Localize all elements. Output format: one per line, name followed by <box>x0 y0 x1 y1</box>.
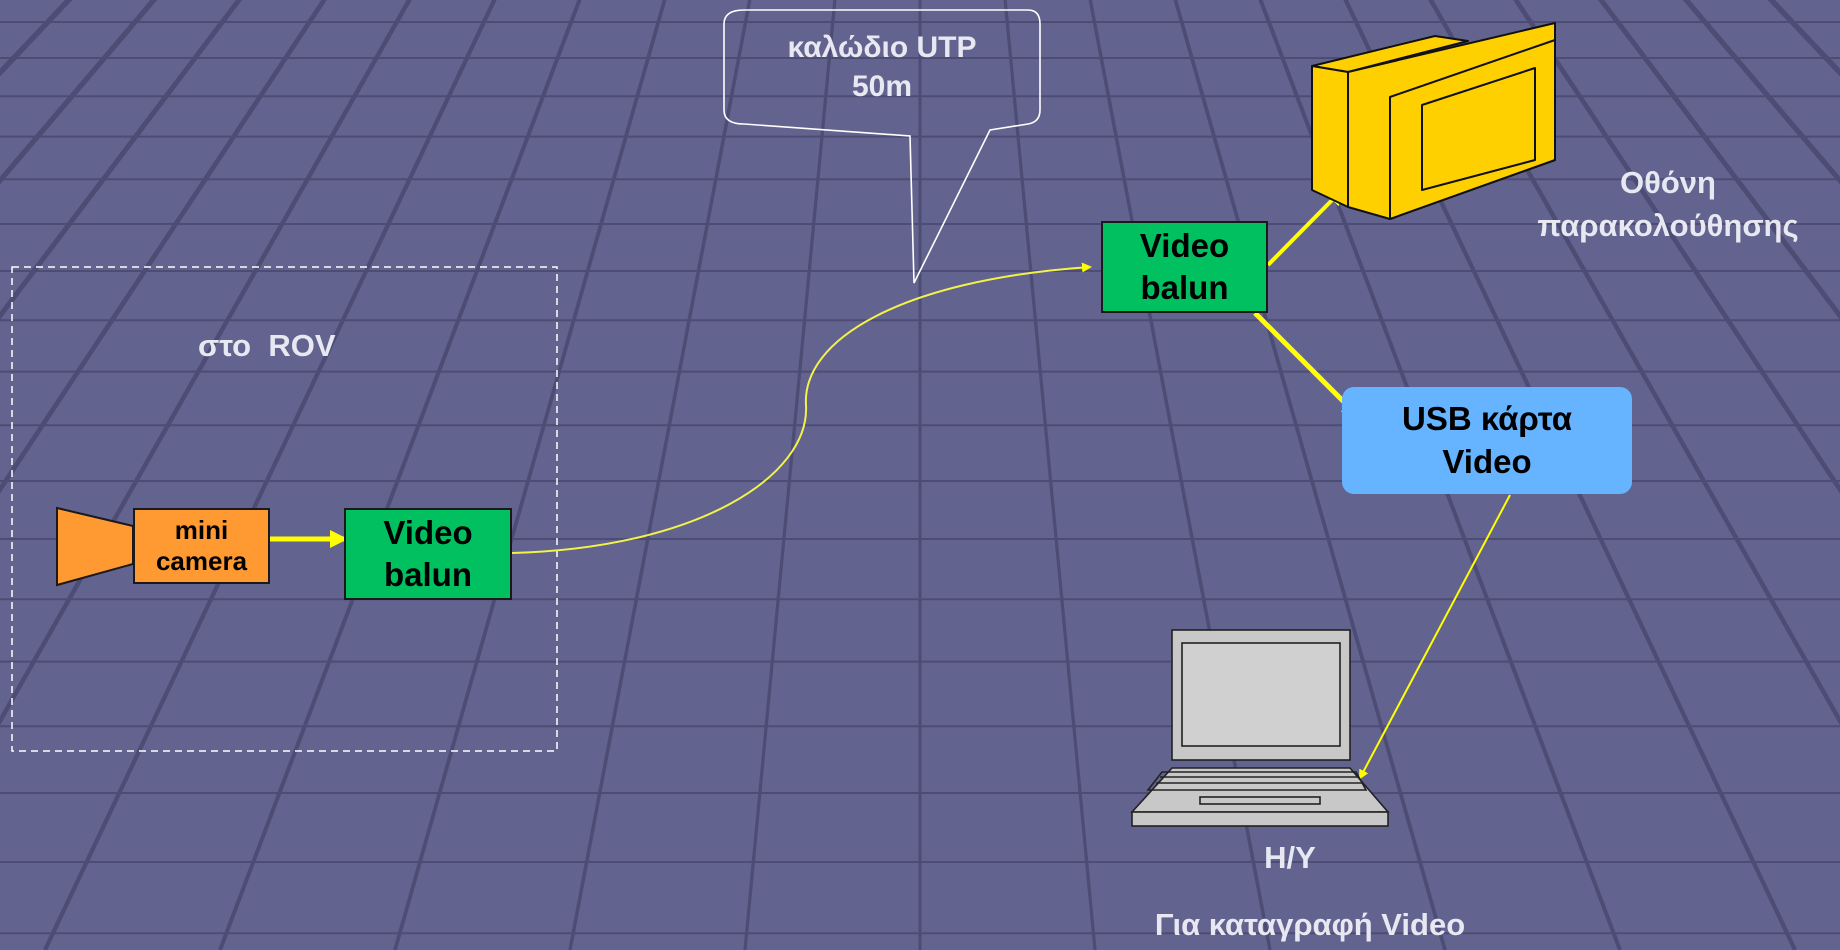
grid-line <box>0 0 158 185</box>
balun-rov-line1: Video <box>383 513 473 551</box>
cable-callout-line2: 50m <box>851 70 913 103</box>
grid-line <box>1513 0 1840 494</box>
cable-callout-line1: καλώδιο UTP <box>787 31 977 64</box>
rov-region-label: στο ROV <box>198 328 336 363</box>
camera-label-line1: mini <box>174 514 229 545</box>
cable-callout-text: καλώδιο UTP 50m <box>724 28 1040 106</box>
camera-label-line2: camera <box>155 546 248 576</box>
computer-label: H/Y <box>1264 840 1316 875</box>
grid-line <box>0 0 243 320</box>
usb-card-box: USB κάρτα Video <box>1342 387 1632 494</box>
grid-line <box>1682 0 1840 185</box>
balun-to-monitor-arrow <box>1266 187 1345 267</box>
balun-rov-line2: balun <box>383 556 472 593</box>
balun-surface-line1: Video <box>1139 226 1230 264</box>
balun-to-usb-arrow <box>1253 311 1360 418</box>
grid-line <box>393 0 667 950</box>
balun-surface-box: Video balun <box>1101 221 1268 313</box>
monitor-label-line2: παρακολούθησης <box>1537 208 1799 244</box>
grid-line <box>743 0 837 950</box>
monitor-label-line1: Οθόνη <box>1620 165 1716 200</box>
monitor-label: Οθόνη παρακολούθησης <box>1508 161 1828 248</box>
balun-rov-box: Video balun <box>344 508 512 600</box>
usb-card-line1: USB κάρτα <box>1401 399 1573 437</box>
grid-line <box>1597 0 1840 320</box>
grid-line <box>1173 0 1447 950</box>
grid-line <box>218 0 582 950</box>
computer-caption: Για καταγραφή Video <box>1154 907 1466 942</box>
grid-line <box>568 0 752 950</box>
laptop-icon <box>1130 629 1390 827</box>
rov-region-border <box>11 266 558 752</box>
camera-box: mini camera <box>133 508 270 584</box>
usb-card-line2: Video <box>1442 442 1532 480</box>
grid-line <box>0 0 327 494</box>
monitor-icon <box>1311 22 1556 220</box>
grid-line <box>43 0 497 950</box>
cable-callout-bubble <box>723 9 1041 284</box>
usb-to-computer-line <box>1359 494 1511 780</box>
grid-line <box>0 0 412 726</box>
balun-surface-line2: balun <box>1140 269 1229 306</box>
grid-line <box>1003 0 1097 950</box>
utp-cable <box>511 262 1092 554</box>
